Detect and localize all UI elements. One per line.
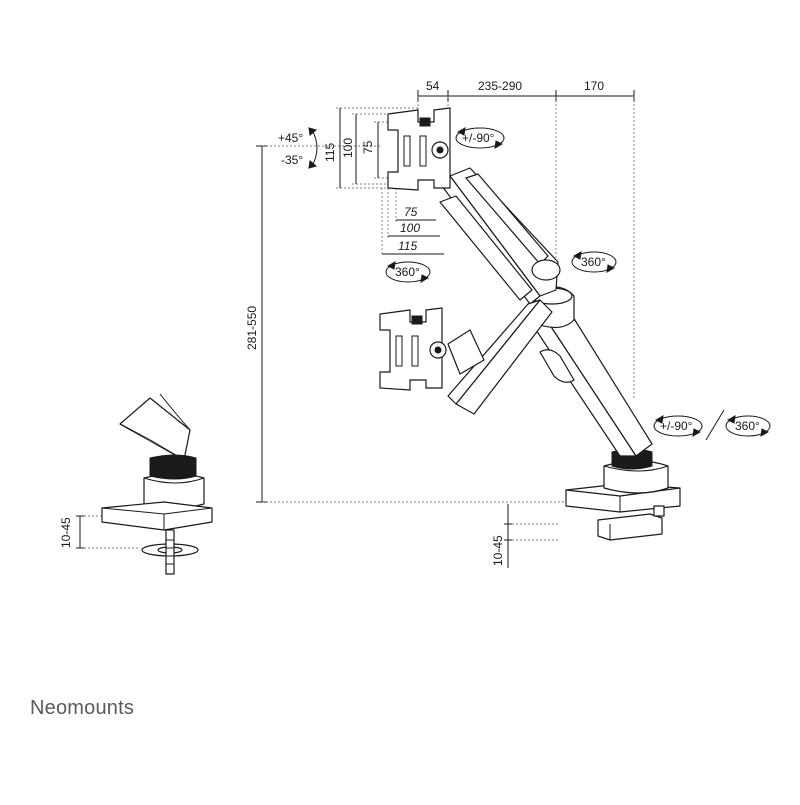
rotate-pm90-base-label: +/-90° <box>660 419 693 433</box>
dim-vesa-115: 115 <box>323 143 337 162</box>
dim-235-290: 235-290 <box>478 79 522 93</box>
tilt-arrow-icon <box>311 129 318 167</box>
rotate-pm90-top-badge: +/-90° <box>455 127 505 149</box>
desk-clamp <box>565 448 681 541</box>
tilt-up-label: +45° <box>278 131 303 145</box>
brand-logo: Neomounts <box>30 697 135 719</box>
dimension-labels: 54 235-290 170 115 100 75 75 100 115 281… <box>59 79 604 566</box>
grommet-detail <box>101 393 213 575</box>
dim-vesa-75: 75 <box>361 140 375 154</box>
rotate-pm90-top-label: +/-90° <box>462 131 495 145</box>
swivel-360-head-badge: 360° <box>385 261 431 283</box>
dim-desk-right-10-45: 10-45 <box>491 535 505 566</box>
swivel-360-base-badge: 360° <box>725 415 771 437</box>
rotate-pm90-base-badge: +/-90° <box>653 415 703 437</box>
dim-170: 170 <box>584 79 604 93</box>
monitor-arm <box>379 107 681 541</box>
dim-h-75: 75 <box>404 205 418 219</box>
swivel-360-elbow-label: 360° <box>581 255 606 269</box>
swivel-360-head-label: 360° <box>395 265 420 279</box>
swivel-360-base-label: 360° <box>735 419 760 433</box>
vesa-plate-top <box>387 107 451 191</box>
tilt-down-label: -35° <box>281 153 303 167</box>
tilt-arrowhead-down-icon <box>308 160 318 169</box>
badge-separator <box>705 409 725 441</box>
upper-arm <box>439 167 561 305</box>
vesa-plate-lower <box>379 307 447 391</box>
angle-badges: +45° -35° +/-90° 360° 360° <box>278 127 771 441</box>
dim-vesa-100: 100 <box>341 138 355 158</box>
dim-h-100: 100 <box>400 221 420 235</box>
middle-arm <box>447 299 553 415</box>
dim-height-281-550: 281-550 <box>245 306 259 350</box>
tilt-arrowhead-up-icon <box>308 127 318 136</box>
swivel-360-elbow-badge: 360° <box>571 251 617 273</box>
dim-54: 54 <box>426 79 440 93</box>
dim-desk-left-10-45: 10-45 <box>59 517 73 548</box>
dim-h-115: 115 <box>398 239 417 253</box>
